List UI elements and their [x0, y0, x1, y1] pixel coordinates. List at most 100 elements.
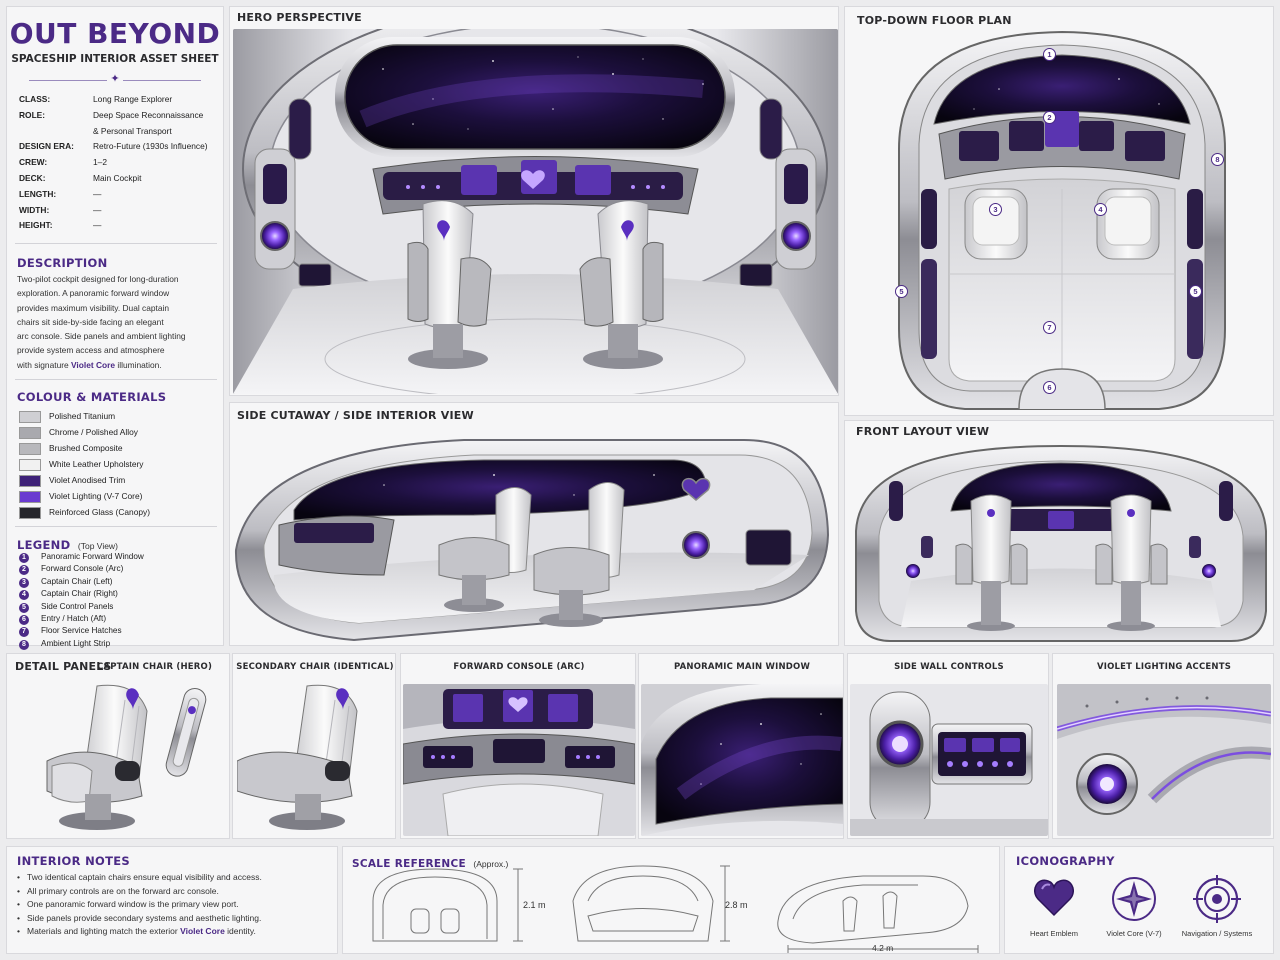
legend-name: Ambient Light Strip [41, 638, 111, 648]
spec-label: WIDTH: [19, 204, 50, 215]
scale-heading: SCALE REFERENCE [352, 858, 466, 870]
note-text: One panoramic forward window is the prim… [27, 899, 239, 909]
spec-row: CLASS:Long Range Explorer [19, 94, 219, 110]
spec-value: Main Cockpit [93, 172, 142, 183]
legend-name: Entry / Hatch (Aft) [41, 613, 107, 623]
detail-heading: DETAIL PANELS [15, 660, 112, 673]
description-line: provides maximum visibility. Dual captai… [17, 302, 170, 313]
description-last-prefix: with signature [17, 359, 71, 370]
floorplan-marker: 5 [1189, 285, 1202, 298]
material-row: Violet Lighting (V-7 Core) [19, 490, 219, 506]
note-item: •Two identical captain chairs ensure equ… [17, 871, 335, 885]
legend-name: Captain Chair (Right) [41, 589, 118, 599]
side-panel: SIDE CUTAWAY / SIDE INTERIOR VIEW [229, 402, 839, 646]
legend-row: 8 Ambient Light Strip [19, 639, 219, 651]
star-divider-icon: ✦ [110, 73, 120, 85]
detail-secondary-label: SECONDARY CHAIR (IDENTICAL) [236, 662, 394, 672]
scale-panel: SCALE REFERENCE (Approx.) 2.1 m 2.8 m 4. [342, 846, 1000, 954]
violet-lighting-image [1057, 684, 1271, 836]
iconography-panel: ICONOGRAPHY Heart Emblem Violet Core (V-… [1004, 846, 1274, 954]
legend-name: Floor Service Hatches [41, 626, 122, 636]
spec-row: DECK: Main Cockpit [19, 173, 219, 189]
material-swatch [19, 475, 41, 487]
material-name: White Leather Upholstery [49, 459, 144, 469]
notes-heading: INTERIOR NOTES [17, 854, 130, 868]
spec-label: DECK: [19, 172, 46, 183]
detail-secondary-panel: SECONDARY CHAIR (IDENTICAL) [232, 653, 396, 839]
bullet-icon: • [17, 899, 20, 909]
detail-side-label: SIDE WALL CONTROLS [894, 662, 1004, 672]
note-text: Materials and lighting match the exterio… [27, 926, 181, 936]
spec-label: ROLE: [19, 109, 46, 120]
detail-side-panel: SIDE WALL CONTROLS [847, 653, 1049, 839]
sheet-subtitle: SPACESHIP INTERIOR ASSET SHEET [11, 53, 219, 65]
note-item: •Side panels provide secondary systems a… [17, 912, 335, 926]
materials-heading: COLOUR & MATERIALS [17, 390, 167, 404]
info-panel: OUT BEYOND SPACESHIP INTERIOR ASSET SHEE… [6, 6, 224, 650]
side-image [234, 425, 834, 643]
spec-label: DESIGN ERA: [19, 141, 74, 152]
console-image [403, 684, 635, 836]
front-heading: FRONT LAYOUT VIEW [856, 425, 990, 438]
detail-captain-panel: DETAIL PANELS CAPTAIN CHAIR (HERO) [6, 653, 230, 839]
notes-list: •Two identical captain chairs ensure equ… [17, 871, 335, 939]
scale-heading-wrap: SCALE REFERENCE (Approx.) [352, 854, 508, 872]
spec-value: 1–2 [93, 157, 107, 168]
floorplan-marker: 2 [1043, 111, 1056, 124]
material-swatch [19, 507, 41, 519]
heart-icon [1034, 879, 1074, 917]
spec-row: DESIGN ERA: Retro-Future (1930s Influence… [19, 141, 219, 157]
note-item: •All primary controls are on the forward… [17, 885, 335, 899]
legend-name: Captain Chair (Left) [41, 576, 113, 586]
floorplan-marker: 8 [1211, 153, 1224, 166]
legend-number-badge: 2 [19, 565, 29, 576]
spec-row: LENGTH:— [19, 189, 219, 205]
floorplan-marker: 1 [1043, 48, 1056, 61]
floorplan-marker: 7 [1043, 321, 1056, 334]
captain-chair-image [27, 676, 227, 836]
spec-row: ROLE:Deep Space Reconnaissance [19, 110, 219, 126]
note-text: All primary controls are on the forward … [27, 885, 219, 896]
icon-star-label: Violet Core (V-7) [1106, 929, 1162, 938]
icon-heart-wrap: Heart Emblem [1027, 875, 1081, 953]
side-controls-image [850, 684, 1048, 836]
detail-violet-label: VIOLET LIGHTING ACCENTS [1096, 662, 1232, 672]
icon-crosshair-label: Navigation / Systems [1181, 929, 1253, 938]
floorplan-marker: 4 [1094, 203, 1107, 216]
description-line: exploration. A panoramic forward window [17, 288, 170, 299]
material-swatch [19, 411, 41, 423]
spec-row: & Personal Transport [19, 126, 219, 142]
scale-heading-note: (Approx.) [473, 859, 509, 869]
spec-value: — [93, 204, 102, 215]
legend-number-badge: 7 [19, 627, 29, 638]
secondary-chair-image [237, 676, 393, 836]
window-image [641, 684, 843, 836]
floorplan-heading: TOP-DOWN FLOOR PLAN [857, 14, 1012, 27]
material-row: White Leather Upholstery [19, 458, 219, 474]
hero-heading: HERO PERSPECTIVE [237, 11, 362, 24]
description-line: provide system access and atmosphere [17, 345, 165, 356]
spec-row: HEIGHT:— [19, 220, 219, 236]
note-item: •Materials and lighting match the exteri… [17, 925, 335, 939]
front-image [851, 441, 1271, 643]
note-item: • One panoramic forward window is the pri… [17, 898, 335, 912]
scale-drawings [363, 861, 993, 953]
front-panel: FRONT LAYOUT VIEW [844, 420, 1274, 646]
material-swatch [19, 491, 41, 503]
icon-heart-label: Heart Emblem [1030, 929, 1078, 938]
detail-window-label: PANORAMIC MAIN WINDOW [673, 662, 811, 672]
detail-console-label: FORWARD CONSOLE (ARC) [453, 662, 585, 672]
legend-name: Forward Console (Arc) [41, 564, 124, 574]
sheet-title: OUT BEYOND [9, 17, 221, 50]
hero-image [233, 29, 838, 394]
note-text: identity. [224, 926, 256, 936]
spec-value: Retro-Future (1930s Influence) [93, 141, 208, 152]
crosshair-icon [1193, 875, 1241, 923]
floorplan-marker: 6 [1043, 381, 1056, 394]
scale-height-a: 2.1 m [523, 900, 546, 910]
legend-number-badge: 8 [19, 639, 29, 650]
